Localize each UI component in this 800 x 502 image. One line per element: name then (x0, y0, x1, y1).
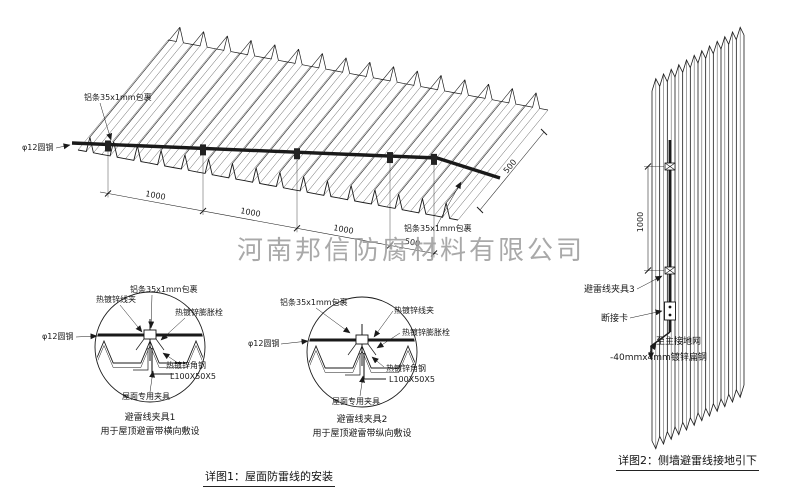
dim-1000-a: 1000 (145, 189, 167, 202)
d2-label-angle-steel: 热镀锌角钢 (386, 363, 426, 373)
label-aluminum-strip-right: 铝条35x1mm包裹 (404, 223, 472, 233)
d1-label-angle-steel: 热镀锌角钢 (166, 360, 206, 370)
leader-lines (55, 102, 663, 397)
watermark: 河南邦信防腐材料有限公司 (237, 236, 586, 265)
dim-500-bottom: 500 (404, 237, 421, 249)
wall-elevation-view (644, 26, 745, 450)
wall-label-clamp3: 避雷线夹具3 (584, 283, 635, 295)
wall-dim-1000: 1000 (636, 212, 645, 232)
wall-label-to-ground: 至主接地网 (656, 335, 701, 347)
dim-1000-c: 1000 (333, 223, 355, 236)
d2-subtitle: 用于屋顶避雷带纵向敷设 (312, 427, 411, 439)
d2-title: 避雷线夹具2 (337, 413, 388, 425)
d1-label-angle-spec: L100X50X5 (170, 372, 216, 381)
d1-label-expansion-bolt: 热镀锌膨胀栓 (175, 307, 223, 317)
d2-label-angle-spec: L100X50X5 (389, 375, 435, 384)
d2-label-wire-clip: 热镀锌线夹 (394, 305, 434, 315)
d2-label-aluminum-strip: 铝条35x1mm包裹 (280, 297, 348, 307)
dim-1000-b: 1000 (240, 206, 262, 219)
d1-subtitle: 用于屋顶避雷带横向敷设 (100, 425, 199, 437)
detail-circle-1 (94, 291, 206, 403)
d1-label-roof-clamp: 屋面专用夹具 (122, 391, 170, 401)
d1-title: 避雷线夹具1 (125, 411, 176, 423)
d2-label-expansion-bolt: 热镀锌膨胀栓 (402, 327, 450, 337)
d1-label-aluminum-strip: 铝条35x1mm包裹 (130, 284, 198, 294)
detail-circle-2 (306, 296, 418, 408)
caption-detail1: 详图1：屋面防雷线的安装 (203, 468, 335, 487)
roof-isometric-view (71, 26, 549, 258)
drawing-labels: 铝条35x1mm包裹 φ12圆钢 铝条35x1mm包裹 1000 1000 10… (22, 92, 707, 439)
wall-label-flat-steel: -40mmx4mm镀锌扁钢 (610, 351, 707, 363)
wall-label-disconnect: 断接卡 (601, 312, 628, 324)
label-aluminum-strip-top: 铝条35x1mm包裹 (84, 92, 152, 102)
label-round-steel-roof: φ12圆钢 (22, 142, 53, 152)
d1-label-wire-clip: 热镀锌线夹 (96, 294, 136, 304)
d2-label-round-steel-red: φ12圆钢 (248, 338, 279, 348)
caption-detail2: 详图2：侧墙避雷线接地引下 (616, 452, 759, 471)
d2-label-roof-clamp: 屋面专用夹具 (332, 396, 380, 406)
d1-label-round-steel: φ12圆钢 (42, 331, 73, 341)
